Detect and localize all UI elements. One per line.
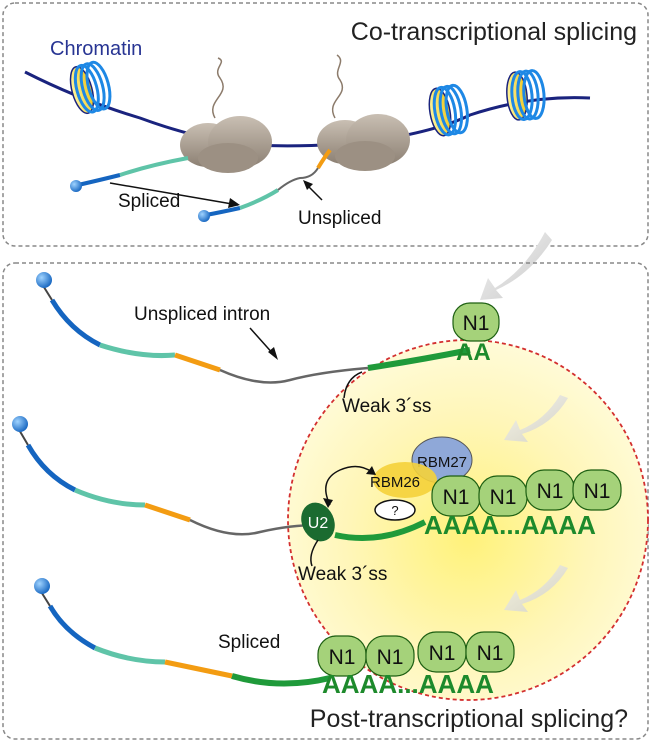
n1-protein-row3-4: N1 [465,631,515,673]
pol-ii-1 [180,57,272,173]
top-panel-border [2,2,649,247]
chromatin-label: Chromatin [50,38,142,60]
svg-text:N1: N1 [329,646,356,669]
svg-text:N1: N1 [537,480,564,503]
polya-row3: AAAA...AAAA [322,669,494,699]
interaction-arrowhead-1 [366,466,376,475]
rbm26-protein: RBM26 [370,462,437,498]
unknown-factor: ? [374,499,416,521]
n1-protein-row2-2: N1 [478,475,528,517]
n1-protein-row2-1: N1 [431,475,481,517]
svg-text:RBM27: RBM27 [417,454,467,471]
transcript-row-1 [36,272,471,384]
svg-text:N1: N1 [584,480,611,503]
top-panel-title: Co-transcriptional splicing [351,18,637,46]
spliced-arrowhead [228,198,240,208]
chromatin-fiber [24,70,591,148]
n1-protein-row2-4: N1 [572,469,622,511]
unspliced-top-label: Unspliced [298,208,381,229]
unspliced-intron-arrowhead [268,347,278,360]
nucleosome-1 [69,60,112,115]
weak-ss-pointer-2 [310,539,319,567]
polya-row1: AA [456,339,491,366]
weak-ss-pointer-1 [343,371,363,399]
nucleosome-2 [428,83,469,137]
transcript-row-3 [34,578,331,687]
spliced-bottom-label: Spliced [218,632,280,653]
svg-text:N1: N1 [377,646,404,669]
bottom-panel-border [2,262,649,740]
u2-snrnp: U2 [301,502,335,542]
weak-ss-label-1: Weak 3´ss [342,396,431,417]
spliced-top-label: Spliced [118,191,180,212]
n1-protein-row3-1: N1 [317,635,367,677]
n1-protein-row3-3: N1 [417,631,467,673]
weak-ss-label-2: Weak 3´ss [298,564,387,585]
flow-arrow-2 [504,395,568,442]
transcript-row-2 [12,416,427,542]
polya-row2: AAAA...AAAA [424,510,596,540]
n1-protein-row1: N1 [452,302,500,342]
spliced-arrow [109,182,239,206]
svg-text:N1: N1 [443,486,470,509]
svg-text:?: ? [391,503,398,518]
svg-text:N1: N1 [429,642,456,665]
n1-protein-row3-2: N1 [365,635,415,677]
flow-arrow-1 [480,232,552,300]
nascent-rna-unspliced [198,148,332,222]
interaction-arrow [325,465,373,506]
nascent-rna-spliced [70,156,189,192]
svg-text:N1: N1 [477,642,504,665]
svg-text:U2: U2 [308,515,329,532]
interaction-arrowhead-2 [323,498,333,508]
n1-protein-row2-3: N1 [525,469,575,511]
unspliced-arrowhead [303,180,313,190]
svg-text:RBM26: RBM26 [370,474,420,491]
unspliced-intron-label: Unspliced intron [134,304,270,325]
bottom-panel-title: Post-transcriptional splicing? [310,705,628,733]
nucleosome-3 [506,69,546,121]
svg-text:N1: N1 [490,486,517,509]
svg-text:N1: N1 [463,312,490,335]
flow-arrow-3 [504,565,568,612]
pol-ii-2 [317,54,410,171]
